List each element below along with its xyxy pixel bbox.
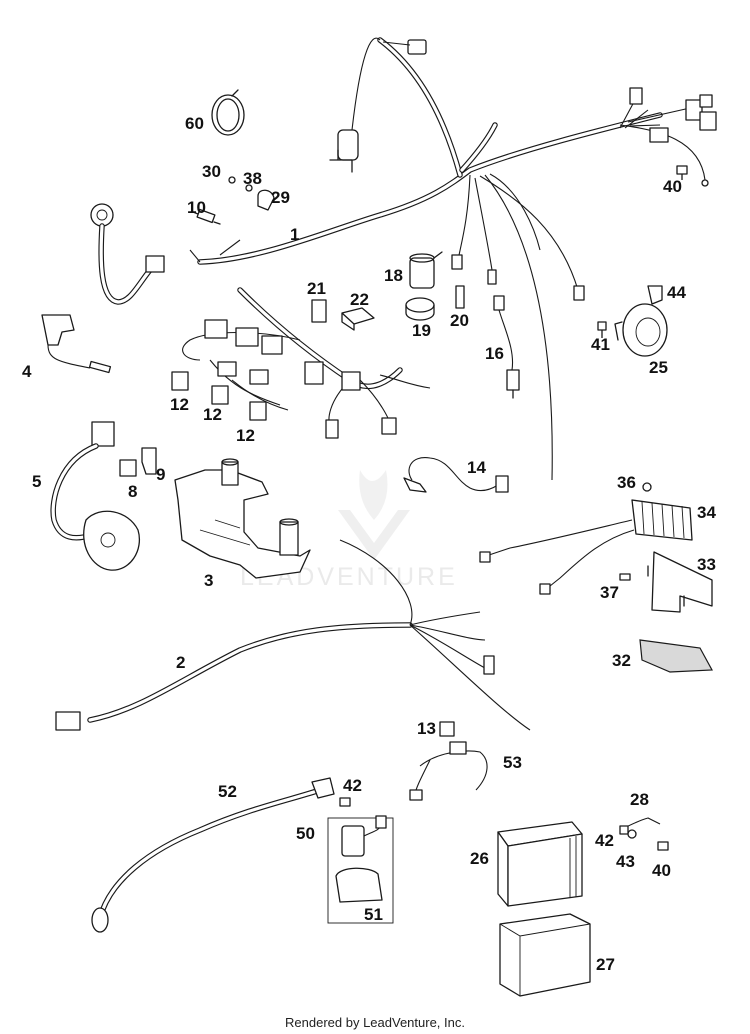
callout-38: 38 (243, 169, 262, 188)
part-40-bolt-top (676, 165, 688, 180)
part-3-bracket (174, 458, 311, 579)
callout-8: 8 (128, 482, 137, 501)
callout-27: 27 (596, 955, 615, 974)
callout-26: 26 (470, 849, 489, 868)
callout-12-c: 12 (236, 426, 255, 445)
callout-9: 9 (156, 465, 165, 484)
callout-36: 36 (617, 473, 636, 492)
callout-22: 22 (350, 290, 369, 309)
callout-12-a: 12 (170, 395, 189, 414)
callout-3: 3 (204, 571, 213, 590)
part-22 (341, 307, 375, 331)
callout-labels: 1 2 3 4 5 8 9 10 12 12 12 13 14 16 18 19… (22, 114, 716, 974)
part-30 (228, 176, 236, 184)
part-43-washer (627, 829, 637, 839)
callout-2: 2 (176, 653, 185, 672)
part-53-harness (409, 741, 488, 801)
part-42-nut-center (339, 797, 351, 807)
part-5-handlebar-switch (50, 421, 140, 571)
callout-60: 60 (185, 114, 204, 133)
callout-42-center: 42 (343, 776, 362, 795)
callout-4: 4 (22, 362, 32, 381)
callout-34: 34 (697, 503, 716, 522)
part-26-battery (497, 821, 583, 907)
part-13 (439, 721, 455, 737)
part-41-bolt (597, 321, 607, 338)
callout-21: 21 (307, 279, 326, 298)
part-18-capacitor (409, 251, 443, 289)
part-25-horn (614, 303, 668, 357)
part-16-sensor (493, 295, 520, 399)
part-2-rear-harness (55, 539, 531, 731)
callout-40-top: 40 (663, 177, 682, 196)
callout-51: 51 (364, 905, 383, 924)
part-21 (311, 299, 327, 323)
part-29 (257, 189, 275, 211)
part-32-pad (639, 639, 713, 673)
part-4-switch (41, 314, 112, 374)
part-sensor-cable (90, 203, 165, 305)
part-14-sensor (403, 457, 509, 493)
part-42-nut-right (619, 825, 629, 835)
part-27-battery-box (499, 913, 591, 997)
callout-53: 53 (503, 753, 522, 772)
callout-28: 28 (630, 790, 649, 809)
part-60-cable-tie (211, 89, 245, 136)
callout-5: 5 (32, 472, 41, 491)
callout-25: 25 (649, 358, 668, 377)
callout-13: 13 (417, 719, 436, 738)
callout-18: 18 (384, 266, 403, 285)
part-36-nut (642, 482, 652, 492)
callout-16: 16 (485, 344, 504, 363)
callout-1: 1 (290, 225, 299, 244)
callout-14: 14 (467, 458, 486, 477)
callout-10: 10 (187, 198, 206, 217)
part-9 (141, 447, 157, 475)
callout-44: 44 (667, 283, 686, 302)
callout-20: 20 (450, 311, 469, 330)
callout-50: 50 (296, 824, 315, 843)
part-19-clamp (405, 297, 435, 321)
callout-52: 52 (218, 782, 237, 801)
part-52-cable (91, 777, 335, 933)
part-10-fuse (192, 208, 221, 225)
callout-32: 32 (612, 651, 631, 670)
part-40-bolt-bottom (657, 841, 669, 851)
callout-12-b: 12 (203, 405, 222, 424)
part-34-regulator (479, 499, 693, 595)
callout-42-right: 42 (595, 831, 614, 850)
callout-30: 30 (202, 162, 221, 181)
part-8 (119, 459, 137, 477)
callout-40-bottom: 40 (652, 861, 671, 880)
part-44-bracket (647, 285, 663, 305)
part-20 (455, 285, 465, 309)
part-37-bolt (619, 573, 631, 581)
part-50-51-group (327, 815, 394, 924)
footer-credit: Rendered by LeadVenture, Inc. (285, 1015, 465, 1030)
callout-19: 19 (412, 321, 431, 340)
harness-end-connectors (619, 87, 717, 143)
main-wiring-harness (182, 37, 717, 481)
callout-33: 33 (697, 555, 716, 574)
callout-41: 41 (591, 335, 610, 354)
part-12-relays (171, 371, 289, 421)
part-38 (245, 184, 253, 192)
callout-29: 29 (271, 188, 290, 207)
part-33-bracket (647, 551, 713, 613)
callout-37: 37 (600, 583, 619, 602)
callout-43: 43 (616, 852, 635, 871)
